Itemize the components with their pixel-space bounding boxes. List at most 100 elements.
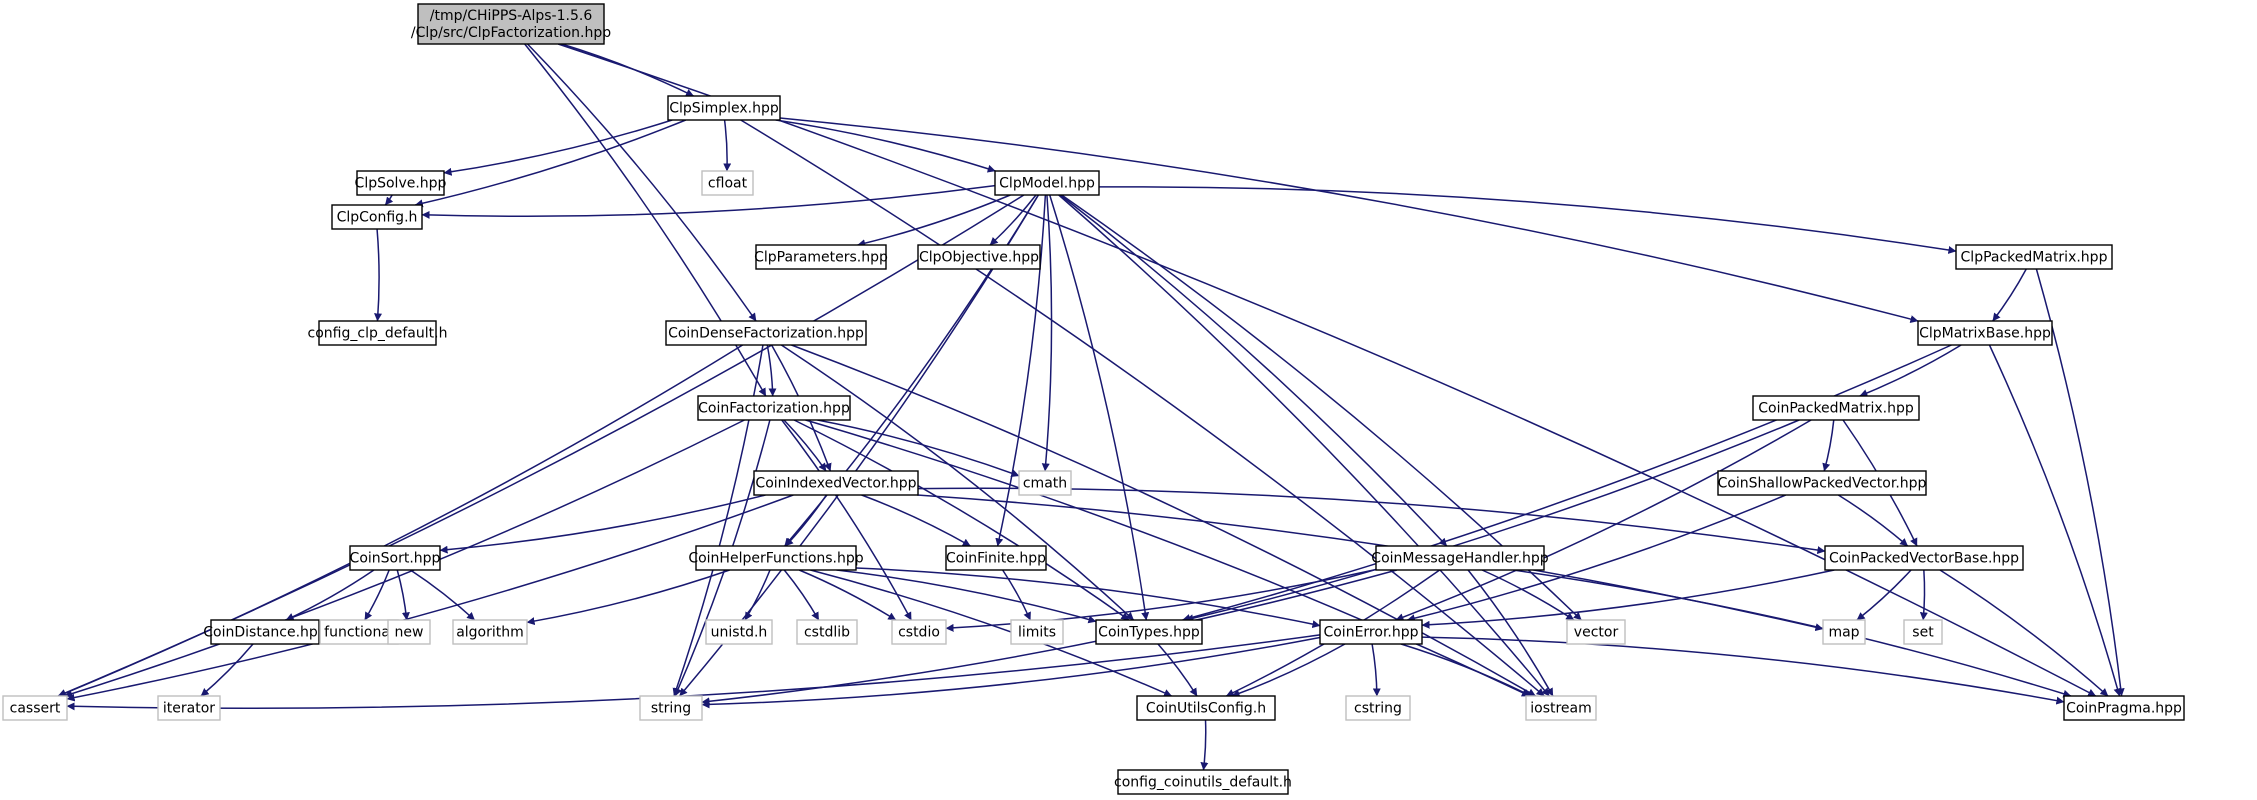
node-layer: /tmp/CHiPPS-Alps-1.5.6/Clp/src/ClpFactor… (2, 3, 2185, 795)
edge-coindensefactorization-to-coinfactorization (766, 344, 777, 397)
edge-coinindexedvector-to-map (917, 494, 1824, 632)
edge-coinpackedvectorbase-to-map (1856, 569, 1912, 621)
edge-coinfinite-to-limits (1002, 569, 1032, 621)
edge-coinsort-to-new (396, 569, 410, 621)
node-label: cfloat (708, 176, 748, 192)
node-label: cassert (10, 701, 61, 717)
node-box (1010, 619, 1064, 645)
node-algorithm: algorithm (452, 619, 528, 645)
edge-coinmessagehandler-to-string (701, 569, 1398, 706)
node-clpparameters[interactable]: ClpParameters.hpp (754, 244, 888, 270)
node-label: CoinDenseFactorization.hpp (668, 326, 864, 342)
node-clpsimplex[interactable]: ClpSimplex.hpp (667, 95, 781, 121)
edge-clpsimplex-to-clpsolve (443, 119, 673, 176)
edge-clpmodel-to-clpparameters (857, 194, 1011, 248)
node-label: ClpParameters.hpp (754, 250, 888, 266)
node-label: map (1828, 625, 1859, 641)
edge-coindistance-to-iterator (200, 643, 254, 697)
node-clppackedmatrix[interactable]: ClpPackedMatrix.hpp (1955, 244, 2113, 270)
node-coinindexedvector[interactable]: CoinIndexedVector.hpp (753, 470, 919, 496)
node-coinhelperfunctions[interactable]: CoinHelperFunctions.hpp (688, 545, 864, 571)
node-box (701, 170, 754, 196)
node-box (665, 320, 867, 346)
node-box (1752, 395, 1920, 421)
node-coinpackedmatrix[interactable]: CoinPackedMatrix.hpp (1752, 395, 1920, 421)
edge-coinsort-to-functional (364, 569, 390, 621)
node-label: CoinUtilsConfig.h (1146, 701, 1266, 717)
node-cmath: cmath (1018, 470, 1072, 496)
edge-coindensefactorization-to-cassert (58, 344, 744, 697)
node-box (210, 619, 320, 645)
node-box (755, 244, 887, 270)
node-label: ClpSimplex.hpp (669, 101, 779, 117)
node-box (753, 470, 919, 496)
node-clpmatrixbase[interactable]: ClpMatrixBase.hpp (1917, 320, 2053, 346)
edge-coinindexedvector-to-cassert (66, 494, 794, 702)
edge-coindensefactorization-to-string (672, 344, 764, 697)
node-box (1917, 320, 2053, 346)
node-label: CoinPackedVectorBase.hpp (1829, 551, 2019, 567)
node-clpobjective[interactable]: ClpObjective.hpp (917, 244, 1041, 270)
node-config-coinutils[interactable]: config_coinutils_default.h (1114, 769, 1292, 795)
node-cointypes[interactable]: CoinTypes.hpp (1095, 619, 1203, 645)
node-limits: limits (1010, 619, 1064, 645)
edge-clpsimplex-to-clpmodel (775, 119, 996, 173)
node-box (349, 545, 441, 571)
node-cstdlib: cstdlib (796, 619, 858, 645)
node-label: CoinFinite.hpp (946, 551, 1046, 567)
node-coinsort[interactable]: CoinSort.hpp (349, 545, 441, 571)
node-coinutilsconfig[interactable]: CoinUtilsConfig.h (1136, 695, 1276, 721)
node-new: new (387, 619, 431, 645)
node-box (1955, 244, 2113, 270)
edge-coinmessagehandler-to-coinpragma (1513, 569, 2072, 698)
node-label: CoinHelperFunctions.hpp (688, 551, 863, 567)
node-label: set (1912, 625, 1934, 641)
edge-clpmodel-to-coinmessagehandler (1059, 194, 1448, 547)
node-map: map (1822, 619, 1866, 645)
node-unistd: unistd.h (705, 619, 773, 645)
edge-coinerror-to-coinpragma (1421, 636, 2065, 705)
edge-clpmodel-to-coinfinite (995, 194, 1047, 547)
edge-coinfactorization-to-coinindexedvector (783, 419, 827, 472)
node-coinpackedvectorbase[interactable]: CoinPackedVectorBase.hpp (1824, 545, 2024, 571)
edge-coindensefactorization-to-iostream (791, 344, 1536, 697)
node-box (667, 95, 781, 121)
node-label: config_coinutils_default.h (1114, 775, 1292, 791)
node-root[interactable]: /tmp/CHiPPS-Alps-1.5.6/Clp/src/ClpFactor… (411, 3, 611, 45)
node-box (1345, 695, 1411, 721)
edge-coinmessagehandler-to-cstdio (945, 568, 1377, 632)
node-iostream: iostream (1525, 695, 1597, 721)
node-box (994, 170, 1100, 196)
node-label: iostream (1530, 701, 1592, 717)
node-label: ClpSolve.hpp (355, 176, 447, 192)
edge-coinfactorization-to-cassert (64, 419, 745, 698)
node-coinshallowpackedvector[interactable]: CoinShallowPackedVector.hpp (1717, 470, 1927, 496)
node-label: iterator (163, 701, 215, 717)
edge-coinpackedvectorbase-to-coinerror (1421, 569, 1835, 629)
node-label: config_clp_default.h (308, 326, 448, 342)
node-label: ClpModel.hpp (999, 176, 1095, 192)
node-clpconfig[interactable]: ClpConfig.h (331, 204, 423, 230)
node-coinmessagehandler[interactable]: CoinMessageHandler.hpp (1371, 545, 1549, 571)
node-label: CoinPragma.hpp (2066, 701, 2182, 717)
node-label: vector (1574, 625, 1619, 641)
node-coinerror[interactable]: CoinError.hpp (1319, 619, 1423, 645)
edge-clpmodel-to-clpconfig (421, 184, 996, 219)
node-coinpragma[interactable]: CoinPragma.hpp (2063, 695, 2185, 721)
node-label: ClpObjective.hpp (919, 250, 1039, 266)
node-cfloat: cfloat (701, 170, 754, 196)
edge-coinindexedvector-to-coinfinite (861, 494, 971, 547)
node-box (417, 3, 605, 45)
node-clpsolve[interactable]: ClpSolve.hpp (355, 170, 447, 196)
node-config-clp[interactable]: config_clp_default.h (308, 320, 448, 346)
node-label: CoinFactorization.hpp (698, 401, 850, 417)
node-coinfactorization[interactable]: CoinFactorization.hpp (697, 395, 851, 421)
edge-coinutilsconfig-to-config_coinutils (1200, 719, 1209, 771)
node-clpmodel[interactable]: ClpModel.hpp (994, 170, 1100, 196)
node-coindistance[interactable]: CoinDistance.hpp (203, 619, 327, 645)
node-label: /tmp/CHiPPS-Alps-1.5.6 (430, 8, 593, 24)
node-coinfinite[interactable]: CoinFinite.hpp (945, 545, 1047, 571)
node-coindensefactorization[interactable]: CoinDenseFactorization.hpp (665, 320, 867, 346)
edge-coinpackedmatrix-to-coinerror (1395, 419, 1812, 621)
node-label: cstdlib (804, 625, 850, 641)
